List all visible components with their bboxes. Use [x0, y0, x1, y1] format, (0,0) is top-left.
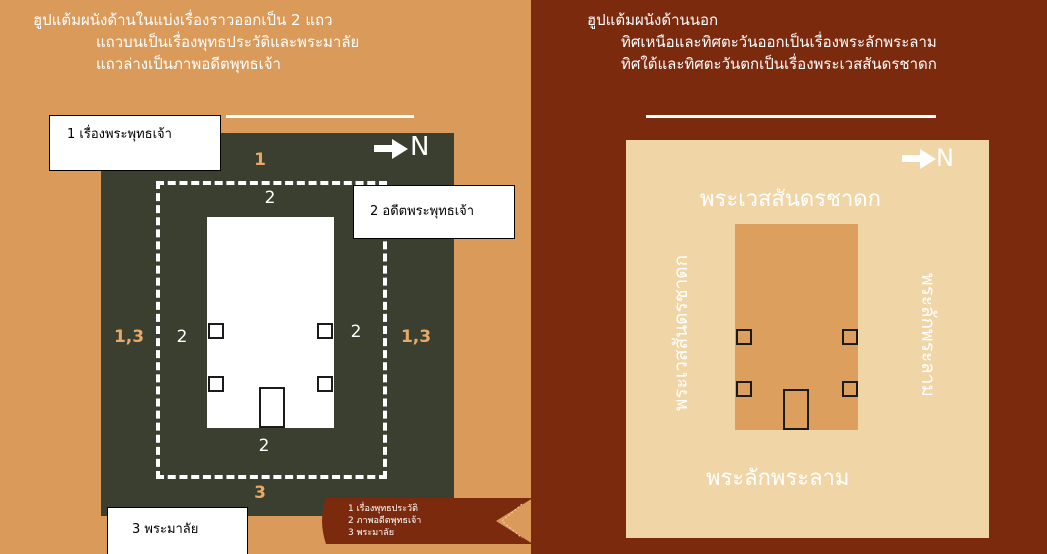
window-right-lower — [317, 376, 333, 392]
right-title-line-3: ทิศใต้และทิศตะวันตกเป็นเรื่องพระเวสสันดร… — [621, 55, 937, 73]
zone-label-inner-top: 2 — [264, 188, 276, 208]
zone-label-inner-bottom: 2 — [258, 436, 270, 456]
left-title-underline — [226, 115, 414, 118]
door-right-panel — [783, 389, 809, 430]
callout-story-2: 2 อดีตพระพุทธเจ้า — [353, 185, 515, 239]
wall-label-bottom: พระลักพระลาม — [706, 466, 850, 491]
dashed-boundary-right — [383, 181, 387, 479]
right-title-line-1: ฮูปแต้มผนังด้านนอก — [587, 11, 719, 29]
north-label-right: N — [936, 144, 954, 172]
zone-label-right: 1,3 — [400, 327, 432, 347]
north-label: N — [410, 132, 430, 162]
right-title-underline — [646, 115, 936, 118]
zone-label-inner-right: 2 — [350, 322, 362, 342]
legend-ribbon — [322, 498, 533, 544]
left-title-line-2: แถวบนเป็นเรื่องพุทธประวัติและพระมาลัย — [96, 33, 360, 51]
right-title-line-2: ทิศเหนือและทิศตะวันออกเป็นเรื่องพระลักพร… — [621, 33, 937, 51]
dashed-boundary-bottom — [156, 475, 387, 479]
left-title-line-1: ฮูปแต้มผนังด้านในแบ่งเรื่องราวออกเป็น 2 … — [33, 11, 333, 29]
dashed-boundary-top — [156, 181, 387, 185]
window-right-panel-left-upper — [736, 329, 752, 345]
window-right-panel-right-upper — [842, 329, 858, 345]
left-title-line-3: แถวล่างเป็นภาพอดีตพุทธเจ้า — [96, 55, 281, 73]
window-right-panel-left-lower — [736, 381, 752, 397]
callout-story-1: 1 เรื่องพระพุทธเจ้า — [49, 115, 221, 171]
zone-label-bottom: 3 — [254, 483, 266, 503]
inner-hall-right — [735, 224, 858, 430]
legend-line-2: 2 ภาพอดีตพุทธเจ้า — [348, 516, 422, 526]
wall-label-right: พระลักพระลาม — [917, 273, 939, 397]
window-left-lower — [208, 376, 224, 392]
north-arrow-icon-right — [902, 149, 936, 169]
dashed-boundary-left — [156, 181, 160, 479]
zone-label-top: 1 — [254, 150, 266, 170]
inner-hall — [207, 217, 334, 428]
wall-label-top: พระเวสสันดรชาดก — [700, 187, 881, 212]
zone-label-left: 1,3 — [113, 327, 145, 347]
wall-label-left: พระเวสสันดรชาดก — [670, 254, 692, 412]
window-right-panel-right-lower — [842, 381, 858, 397]
zone-label-inner-left: 2 — [176, 327, 188, 347]
window-left-upper — [208, 323, 224, 339]
window-right-upper — [317, 323, 333, 339]
door — [259, 387, 285, 428]
legend-line-1: 1 เรื่องพุทธประวัติ — [348, 504, 418, 514]
legend-line-3: 3 พระมาลัย — [348, 528, 394, 538]
north-arrow-icon — [374, 139, 408, 159]
callout-story-3: 3 พระมาลัย — [107, 507, 248, 554]
